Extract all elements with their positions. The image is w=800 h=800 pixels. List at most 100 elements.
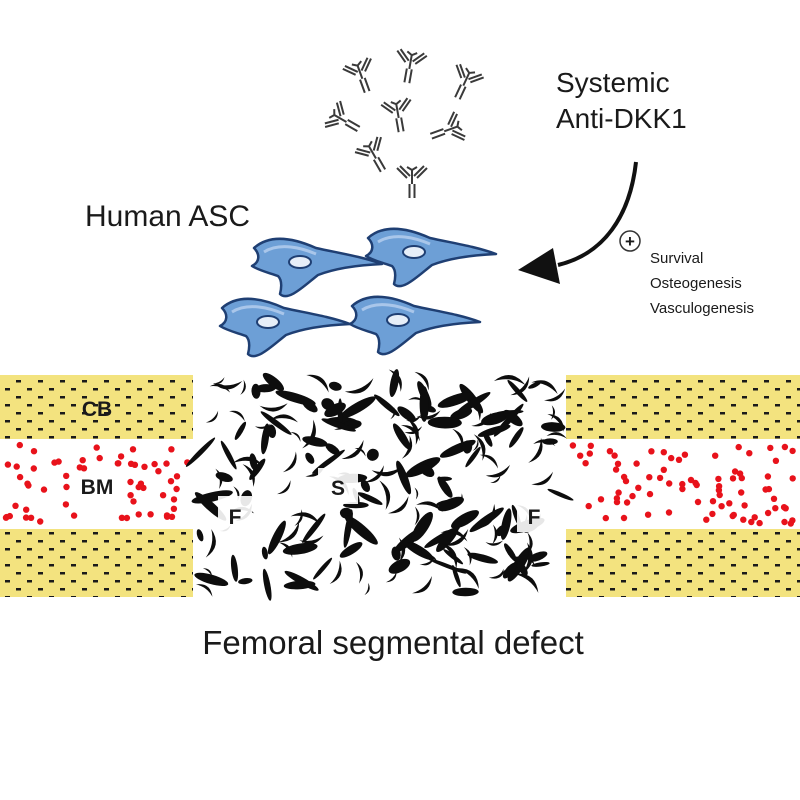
scaffold-pore [528, 551, 548, 562]
marrow-cell-dot [644, 511, 652, 518]
scaffold-pore [408, 397, 425, 403]
scaffold-pore [459, 383, 484, 414]
scaffold-pore [278, 542, 293, 558]
marrow-cell-dot [16, 441, 23, 449]
plus-circle-icon: + [619, 230, 641, 252]
scaffold-pore [267, 424, 277, 439]
marrow-cell-dot [789, 447, 796, 455]
scaffold-pore [462, 440, 473, 454]
marrow-cell-dot [612, 466, 620, 473]
scaffold-pore [302, 436, 328, 447]
marrow-cell-dot [127, 492, 134, 499]
scaffold-pore [467, 552, 498, 564]
scaffold-pore [419, 386, 429, 422]
effect-survival: Survival [650, 250, 703, 267]
marrow-cell-dot [614, 460, 622, 467]
scaffold-pore [213, 377, 225, 385]
scaffold-pore [255, 384, 276, 393]
marrow-cell-dot [585, 502, 592, 510]
right-bone-segment [566, 375, 800, 597]
scaffold-pore [282, 542, 318, 555]
marrow-cell-dot [582, 460, 589, 467]
scaffold-pore [531, 471, 554, 486]
scaffold-pore [249, 453, 258, 470]
marrow-cell-dot [703, 516, 710, 523]
marrow-cell-dot [30, 465, 37, 472]
marrow-cell-dot [577, 452, 584, 459]
scaffold-pore [472, 439, 479, 451]
antibody-icon [341, 55, 383, 99]
scaffold-pore [411, 511, 433, 542]
marrow-cell-dot [635, 484, 642, 491]
marrow-cell-dot [789, 475, 796, 482]
scaffold-label: S [331, 477, 345, 500]
scaffold-pore [492, 524, 498, 545]
scaffold-pore [469, 507, 504, 533]
scaffold-pore [344, 515, 378, 545]
human-asc-label: Human ASC [85, 200, 250, 233]
scaffold-pore [329, 560, 342, 585]
marrow-cell-dot [666, 480, 673, 487]
marrow-cell-dot [118, 514, 126, 521]
marrow-cell-dot [735, 443, 742, 451]
marrow-cell-dot [756, 519, 763, 527]
marrow-cell-dot [135, 511, 142, 518]
scaffold-pore [440, 529, 468, 542]
marrow-cell-dot [63, 483, 70, 491]
marrow-cell-dot [130, 498, 137, 505]
marrow-cell-dot [173, 485, 180, 493]
marrow-cell-dot [137, 480, 145, 487]
scaffold-pore [238, 577, 253, 585]
scaffold-pore [213, 380, 243, 390]
scaffold-pore [234, 421, 247, 440]
scaffold-pore [275, 390, 316, 406]
marrow-cell-dot [741, 502, 748, 509]
fixation-label-right: F [528, 506, 541, 529]
scaffold: S F F [185, 369, 574, 601]
marrow-cell-dot [767, 444, 774, 452]
scaffold-pore [397, 406, 417, 423]
marrow-cell-dot [623, 499, 631, 506]
scaffold-pore [388, 558, 411, 574]
scaffold-pore [456, 568, 479, 589]
effect-osteogenesis: Osteogenesis [650, 275, 742, 292]
scaffold-pore [533, 439, 556, 446]
scaffold-pore [229, 410, 245, 422]
left-bone-segment: CB BM [0, 375, 193, 597]
marrow-cell-dot [751, 514, 758, 521]
scaffold-pore [360, 479, 371, 492]
marrow-cell-dot [781, 443, 789, 451]
scaffold-pore [240, 379, 246, 395]
marrow-cell-dot [155, 468, 162, 475]
marrow-cell-dot [726, 500, 733, 507]
scaffold-pore [502, 562, 517, 579]
marrow-cell-dot [170, 505, 178, 512]
scaffold-pore [403, 540, 434, 561]
scaffold-pore [473, 434, 486, 461]
scaffold-pore [416, 501, 443, 513]
scaffold-pore [341, 439, 364, 459]
scaffold-pore [321, 418, 356, 432]
marrow-cell-dot [646, 490, 654, 498]
scaffold-pore [528, 437, 543, 463]
marrow-cell-dot [740, 516, 747, 523]
marrow-cell-dot [24, 480, 31, 487]
scaffold-pore [391, 546, 401, 561]
scaffold-pore [485, 464, 511, 478]
marrow-cell-dot [6, 512, 13, 520]
marrow-cell-dot [117, 453, 125, 460]
marrow-cell-dot [163, 460, 170, 467]
spindle-stem-cell-icon [364, 227, 498, 288]
scaffold-pore [437, 496, 464, 512]
scaffold-pore [185, 437, 216, 467]
marrow-cell-dot [16, 473, 24, 481]
marrow-cell-dot [736, 470, 744, 477]
marrow-cell-dot [4, 461, 12, 468]
scaffold-pore [269, 414, 298, 423]
marrow-cell-dot [96, 454, 103, 462]
marrow-cell-dot [709, 510, 716, 518]
antibody-icon [322, 99, 368, 143]
scaffold-pore [220, 440, 237, 470]
